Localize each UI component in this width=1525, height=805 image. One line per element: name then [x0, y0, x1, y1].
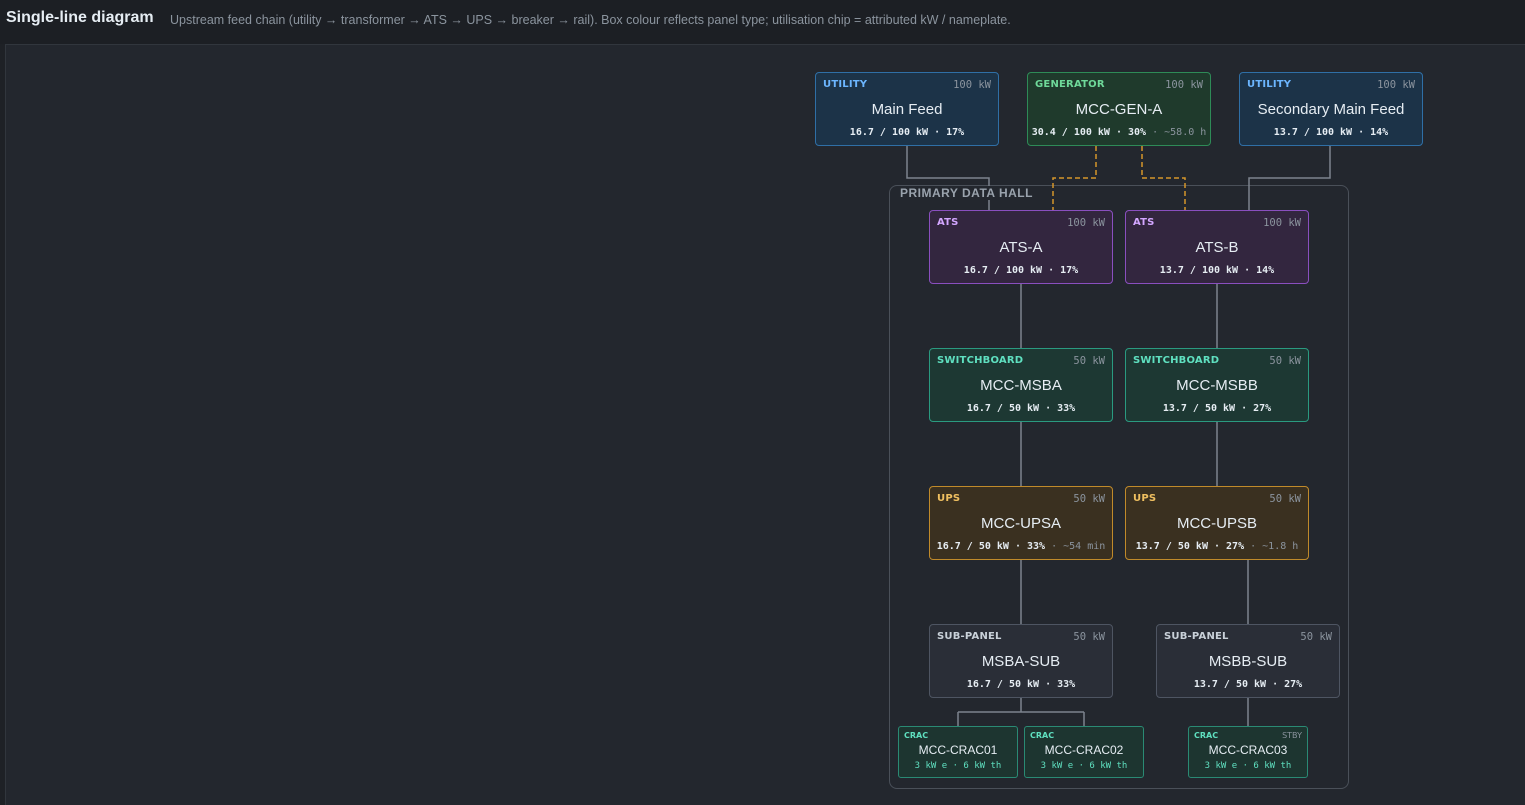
crac-unit-03[interactable]: CRAC STBY MCC-CRAC03 3 kW e · 6 kW th [1188, 726, 1308, 778]
panel-mcc-msbb[interactable]: SWITCHBOARD 50 kW MCC-MSBB 13.7 / 50 kW … [1125, 348, 1309, 422]
panel-type: SWITCHBOARD [937, 355, 1024, 366]
panel-mcc-upsb[interactable]: UPS 50 kW MCC-UPSB 13.7 / 50 kW · 27% · … [1125, 486, 1309, 560]
wire-msba-sub-to-cracs [957, 698, 1085, 726]
panel-name: MSBB-SUB [1208, 653, 1288, 670]
utilisation-chip: 13.7 / 50 kW · 27% [1162, 403, 1272, 414]
panel-capacity: 100 kW [953, 79, 991, 91]
panel-type: UPS [937, 493, 961, 504]
panel-capacity: 50 kW [1073, 631, 1105, 643]
crac-name: MCC-CRAC01 [918, 743, 998, 757]
panel-type: UTILITY [1247, 79, 1292, 90]
utilisation-chip: 16.7 / 100 kW · 17% [963, 265, 1079, 276]
panel-capacity: 50 kW [1073, 355, 1105, 367]
utilisation-chip: 13.7 / 50 kW · 27% [1193, 679, 1303, 690]
utilisation-chip: 13.7 / 100 kW · 14% [1273, 127, 1389, 138]
standby-badge: STBY [1282, 731, 1302, 740]
data-hall-label: PRIMARY DATA HALL [898, 186, 1035, 200]
panel-name: MCC-UPSA [980, 515, 1061, 532]
panel-type: UTILITY [823, 79, 868, 90]
panel-type: SUB-PANEL [937, 631, 1002, 642]
panel-mcc-msba[interactable]: SWITCHBOARD 50 kW MCC-MSBA 16.7 / 50 kW … [929, 348, 1113, 422]
panel-msba-sub[interactable]: SUB-PANEL 50 kW MSBA-SUB 16.7 / 50 kW · … [929, 624, 1113, 698]
panel-type: ATS [937, 217, 959, 228]
panel-capacity: 50 kW [1073, 493, 1105, 505]
panel-name: MCC-UPSB [1176, 515, 1257, 532]
page-title: Single-line diagram [6, 9, 154, 26]
panel-main-feed[interactable]: UTILITY 100 kW Main Feed 16.7 / 100 kW ·… [815, 72, 999, 146]
panel-ats-a[interactable]: ATS 100 kW ATS-A 16.7 / 100 kW · 17% [929, 210, 1113, 284]
panel-secondary-main-feed[interactable]: UTILITY 100 kW Secondary Main Feed 13.7 … [1239, 72, 1423, 146]
crac-name: MCC-CRAC03 [1208, 743, 1288, 757]
panel-name: MSBA-SUB [981, 653, 1061, 670]
runtime-estimate: · ~58.0 h [1146, 127, 1207, 138]
wire-secondary-feed-to-ats-b [1248, 146, 1331, 210]
panel-name: Main Feed [871, 101, 943, 118]
panel-capacity: 100 kW [1263, 217, 1301, 229]
runtime-estimate: · ~1.8 h [1244, 541, 1299, 552]
crac-type: CRAC [904, 731, 929, 740]
crac-name: MCC-CRAC02 [1044, 743, 1124, 757]
crac-unit-02[interactable]: CRAC MCC-CRAC02 3 kW e · 6 kW th [1024, 726, 1144, 778]
crac-rating: 3 kW e · 6 kW th [1040, 761, 1128, 771]
utilisation-chip: 16.7 / 50 kW · 33% · ~54 min [936, 541, 1106, 552]
page-header: Single-line diagram Upstream feed chain … [0, 0, 1525, 44]
panel-name: Secondary Main Feed [1257, 101, 1405, 118]
panel-capacity: 100 kW [1165, 79, 1203, 91]
wire-gen-to-ats-b [1141, 146, 1186, 210]
crac-type: CRAC [1030, 731, 1055, 740]
panel-name: MCC-MSBB [1176, 377, 1258, 394]
panel-gen-a[interactable]: GENERATOR 100 kW MCC-GEN-A 30.4 / 100 kW… [1027, 72, 1211, 146]
utilisation-chip: 30.4 / 100 kW · 30% · ~58.0 h [1031, 127, 1207, 138]
wire-gen-to-ats-a [1052, 146, 1097, 210]
crac-type: CRAC [1194, 731, 1219, 740]
crac-rating: 3 kW e · 6 kW th [914, 761, 1002, 771]
crac-rating: 3 kW e · 6 kW th [1204, 761, 1292, 771]
runtime-estimate: · ~54 min [1045, 541, 1106, 552]
panel-name: ATS-B [1195, 239, 1239, 256]
utilisation-chip: 13.7 / 100 kW · 14% [1159, 265, 1275, 276]
panel-capacity: 100 kW [1067, 217, 1105, 229]
utilisation-chip: 16.7 / 50 kW · 33% [966, 403, 1076, 414]
panel-type: ATS [1133, 217, 1155, 228]
panel-type: SWITCHBOARD [1133, 355, 1220, 366]
panel-name: MCC-MSBA [980, 377, 1062, 394]
panel-name: MCC-GEN-A [1075, 101, 1163, 118]
utilisation-chip: 16.7 / 100 kW · 17% [849, 127, 965, 138]
panel-type: UPS [1133, 493, 1157, 504]
panel-mcc-upsa[interactable]: UPS 50 kW MCC-UPSA 16.7 / 50 kW · 33% · … [929, 486, 1113, 560]
wire-main-feed-to-ats-a [906, 146, 990, 210]
panel-ats-b[interactable]: ATS 100 kW ATS-B 13.7 / 100 kW · 14% [1125, 210, 1309, 284]
data-hall-zone [889, 185, 1349, 789]
panel-type: SUB-PANEL [1164, 631, 1229, 642]
panel-capacity: 50 kW [1269, 355, 1301, 367]
utilisation-chip: 16.7 / 50 kW · 33% [966, 679, 1076, 690]
panel-capacity: 50 kW [1269, 493, 1301, 505]
crac-unit-01[interactable]: CRAC MCC-CRAC01 3 kW e · 6 kW th [898, 726, 1018, 778]
panel-capacity: 100 kW [1377, 79, 1415, 91]
panel-msbb-sub[interactable]: SUB-PANEL 50 kW MSBB-SUB 13.7 / 50 kW · … [1156, 624, 1340, 698]
panel-capacity: 50 kW [1300, 631, 1332, 643]
page-subtitle: Upstream feed chain (utility → transform… [170, 13, 1011, 27]
panel-type: GENERATOR [1035, 79, 1105, 90]
panel-name: ATS-A [999, 239, 1043, 256]
utilisation-chip: 13.7 / 50 kW · 27% · ~1.8 h [1135, 541, 1299, 552]
